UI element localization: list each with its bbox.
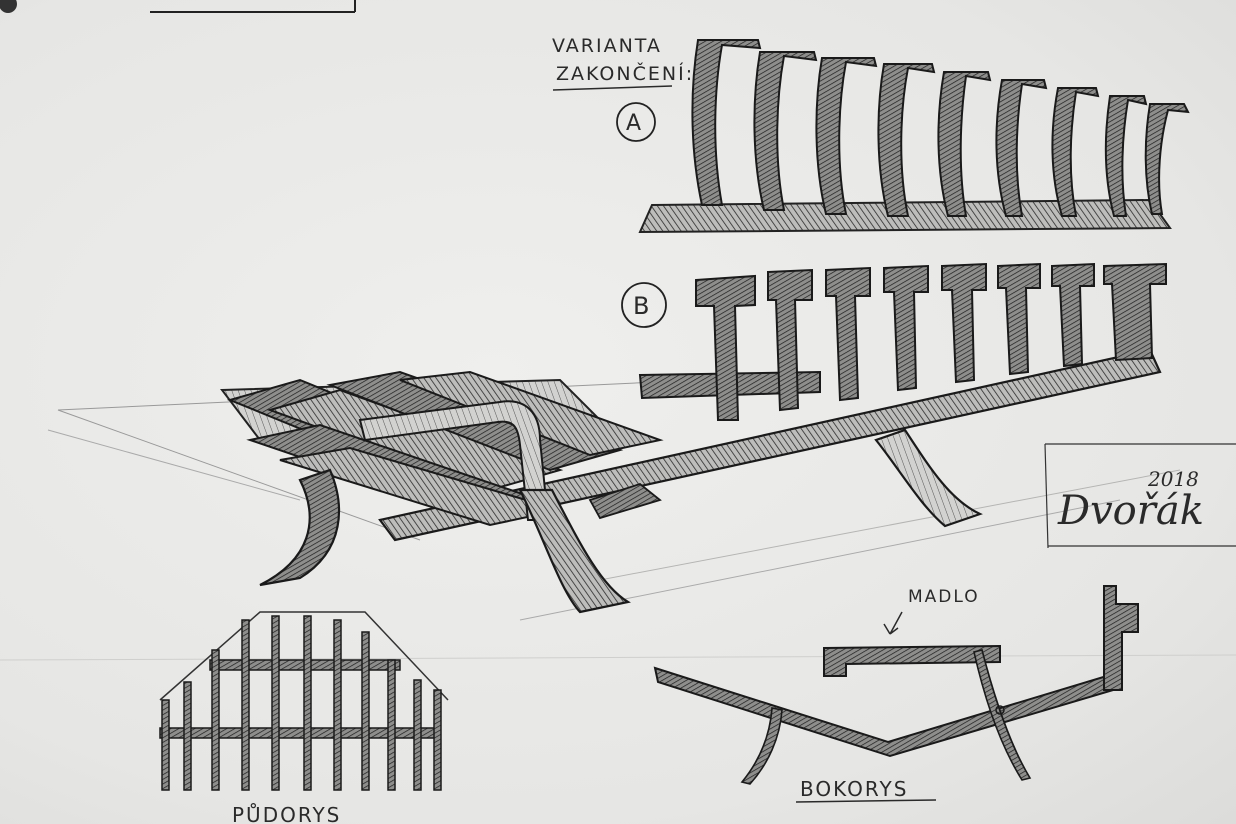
side-view: MADLO BOKORYS	[653, 585, 1139, 803]
signature-block: 2018 Dvořák	[1044, 443, 1236, 549]
variant-a-marker: A	[616, 102, 656, 142]
side-view-label: BOKORYS	[800, 777, 908, 801]
variant-a-label: A	[626, 111, 643, 136]
handle-arrow	[883, 611, 903, 635]
variant-b-marker: B	[621, 282, 667, 328]
variant-caption-line2: ZAKONČENÍ:	[556, 61, 694, 85]
signature-year: 2018	[1147, 467, 1199, 491]
variant-a-backrest	[638, 39, 1190, 234]
plan-view-label: PŮDORYS	[232, 803, 341, 824]
variant-caption-line1: VARIANTA	[552, 35, 662, 57]
variant-b-label: B	[633, 292, 651, 320]
handle-label: MADLO	[908, 587, 980, 607]
corner-frame	[0, 0, 356, 13]
side-view-underline	[795, 799, 937, 803]
signature-name: Dvořák	[1057, 488, 1204, 534]
variant-caption: VARIANTA ZAKONČENÍ:	[552, 35, 694, 91]
caption-underline	[552, 85, 673, 91]
paper-fold	[0, 654, 1236, 661]
plan-view: PŮDORYS	[159, 611, 449, 824]
bench-perspective	[47, 262, 1181, 621]
